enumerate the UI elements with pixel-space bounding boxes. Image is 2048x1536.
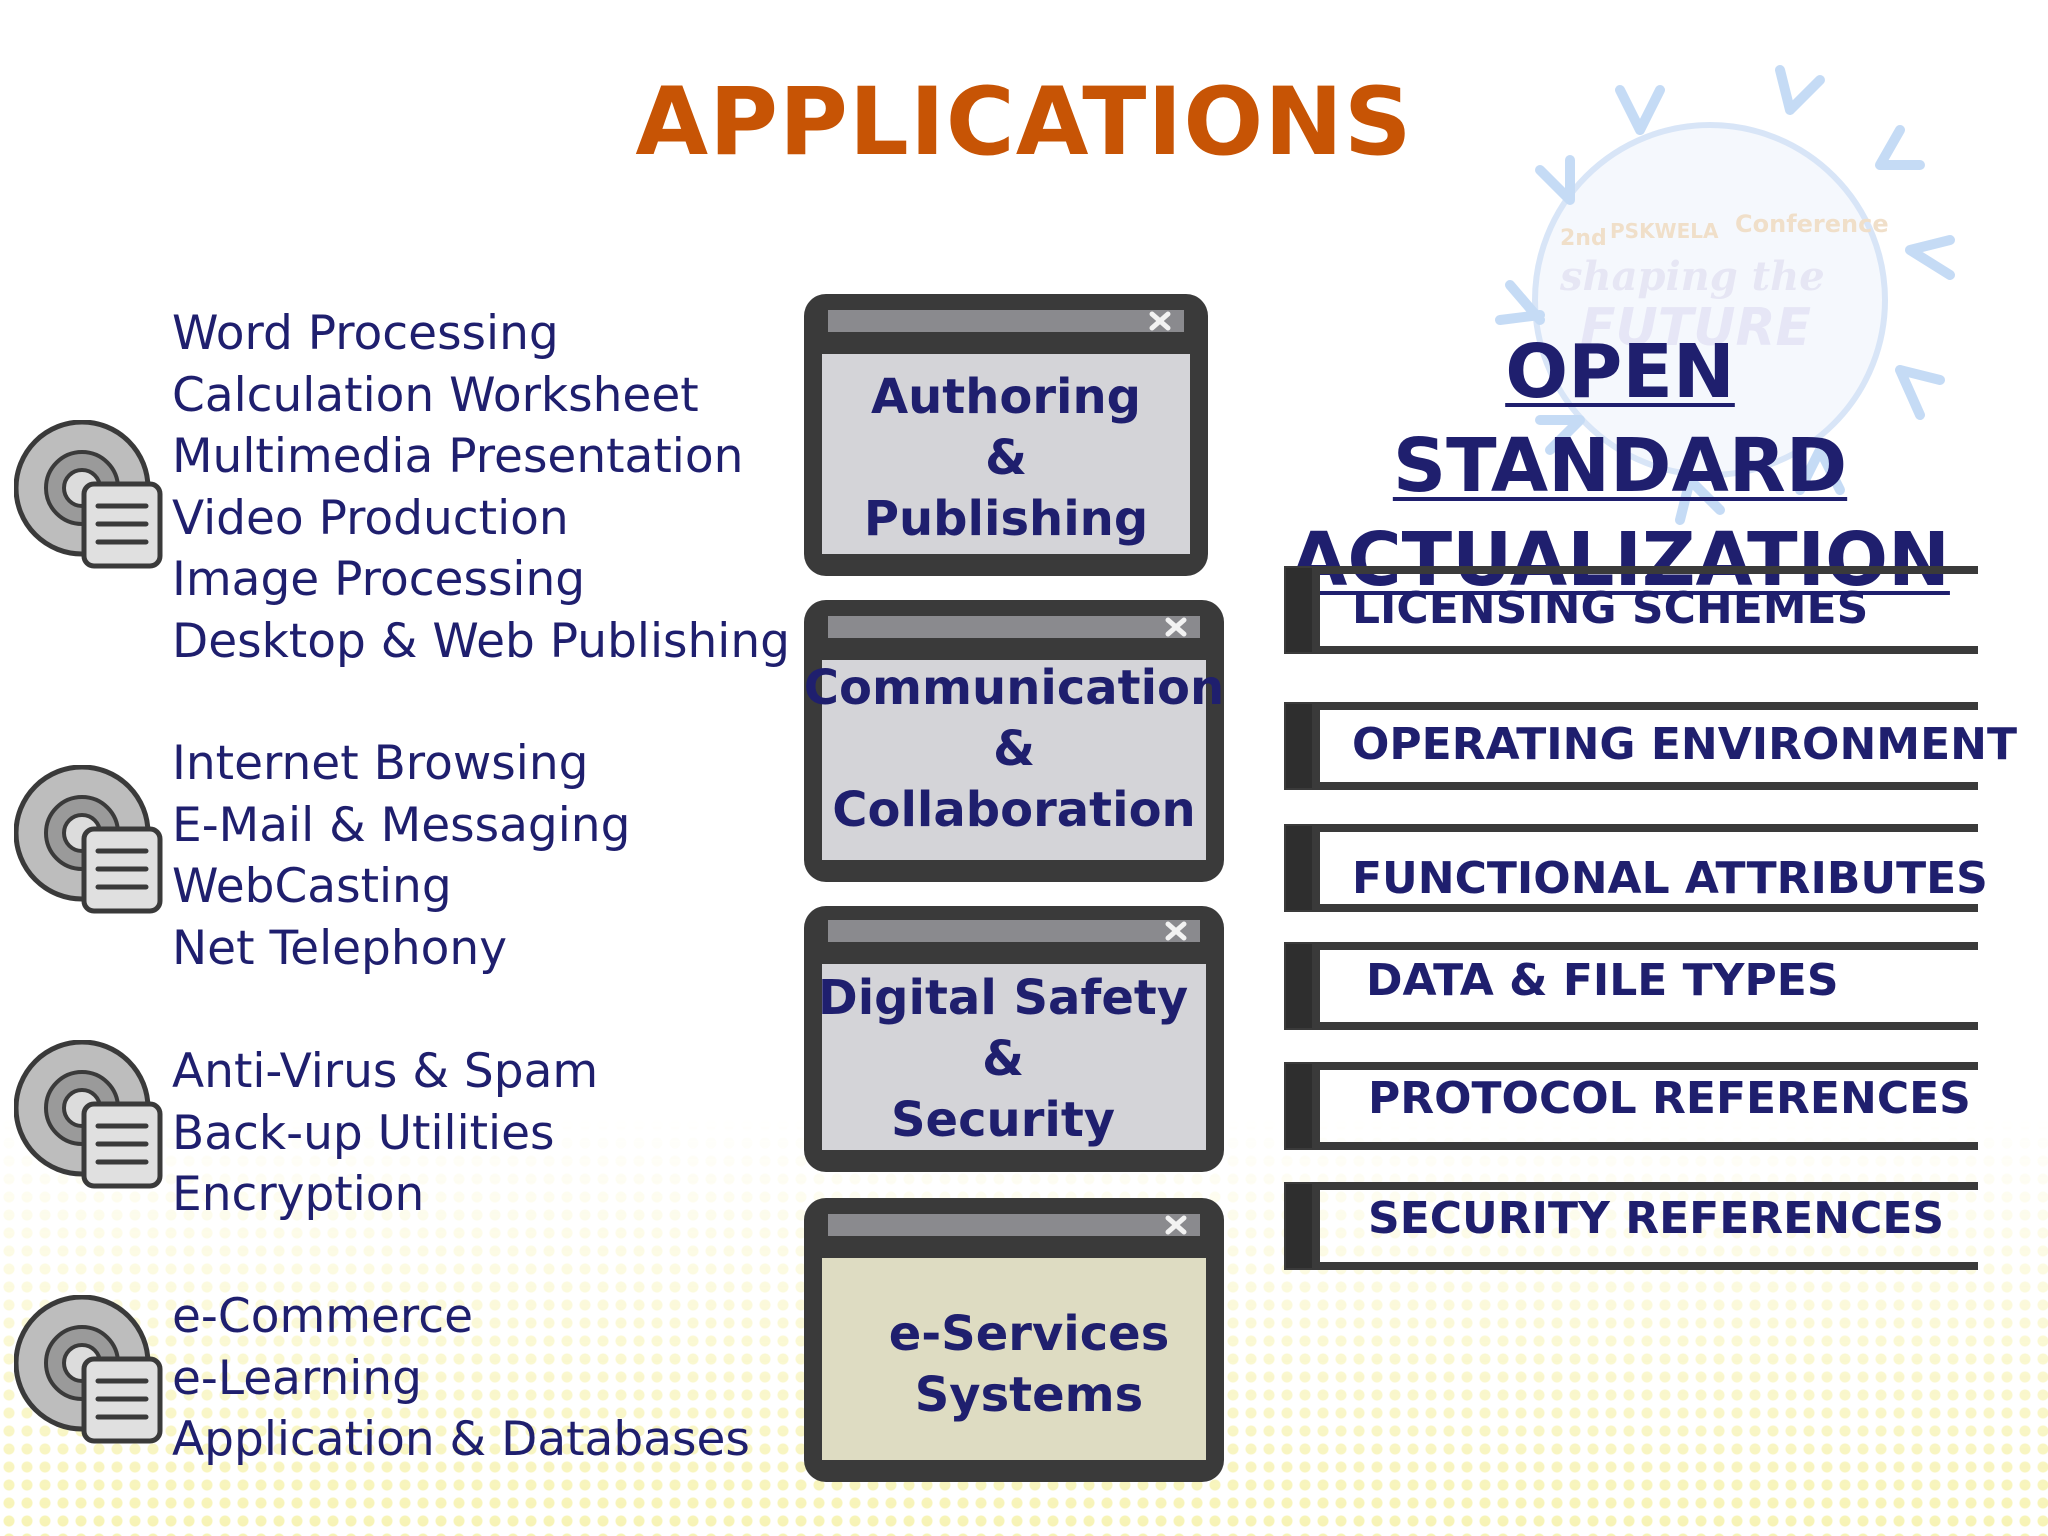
cd-document-icon (14, 420, 163, 569)
cd-document-icon (14, 1295, 163, 1444)
list-item: e-Learning (172, 1350, 422, 1406)
category-window-authoring: Authoring&Publishing (800, 290, 1212, 580)
standard-item-label: FUNCTIONAL ATTRIBUTES (1352, 853, 1988, 904)
open-standard-heading: OPEN STANDARD ACTUALIZATION (1290, 329, 1950, 603)
list-item: Encryption (172, 1167, 425, 1222)
standard-item-label: DATA & FILE TYPES (1366, 955, 1839, 1006)
standard-item-label: LICENSING SCHEMES (1352, 583, 1869, 634)
app-group-communication: Internet Browsing E-Mail & Messaging Web… (172, 733, 630, 979)
svg-text:shaping the: shaping the (1559, 253, 1825, 300)
category-window-communication: Communication&Collaboration (800, 596, 1228, 886)
app-group-security: Anti-Virus & Spam Back-up Utilities Encr… (172, 1041, 598, 1226)
category-label: Digital Safety&Security (817, 970, 1189, 1148)
list-item: Image Processing (172, 552, 586, 607)
category-window-security: Digital Safety&Security (800, 902, 1228, 1176)
svg-text:PSKWELA: PSKWELA (1610, 219, 1719, 243)
list-item: Application & Databases (172, 1412, 750, 1467)
standard-item-data-file: DATA & FILE TYPES (1278, 936, 1982, 1034)
svg-text:2nd: 2nd (1560, 226, 1607, 251)
standard-item-label: SECURITY REFERENCES (1368, 1193, 1945, 1244)
list-item: E-Mail & Messaging (172, 797, 631, 853)
conference-logo: 2nd PSKWELA Conference shaping the FUTUR… (1495, 65, 1955, 525)
standard-item-licensing: LICENSING SCHEMES (1278, 560, 1982, 658)
list-item: WebCasting (172, 859, 452, 914)
list-item: Calculation Worksheet (172, 367, 699, 423)
list-item: Desktop & Web Publishing (172, 613, 790, 669)
standard-item-security: SECURITY REFERENCES (1278, 1176, 1982, 1274)
svg-text:FUTURE: FUTURE (1580, 298, 1811, 358)
list-item: Internet Browsing (172, 736, 589, 791)
app-group-authoring: Word Processing Calculation Worksheet Mu… (172, 303, 790, 672)
standard-item-label: OPERATING ENVIRONMENT (1352, 719, 2017, 770)
standard-item-functional: FUNCTIONAL ATTRIBUTES (1278, 818, 1988, 916)
svg-text:Conference: Conference (1735, 210, 1889, 238)
cd-document-icon (14, 1040, 163, 1189)
page-title: APPLICATIONS (635, 68, 1413, 177)
list-item: Net Telephony (172, 920, 508, 976)
list-item: Back-up Utilities (172, 1105, 555, 1161)
standard-item-label: PROTOCOL REFERENCES (1368, 1073, 1971, 1124)
list-item: Multimedia Presentation (172, 429, 744, 484)
category-label: Authoring&Publishing (863, 369, 1149, 547)
list-item: Word Processing (172, 306, 559, 361)
list-item: Video Production (172, 490, 569, 546)
list-item: Anti-Virus & Spam (172, 1044, 599, 1099)
standard-item-operating: OPERATING ENVIRONMENT (1278, 696, 2017, 794)
cd-document-icon (14, 765, 163, 914)
list-item: e-Commerce (172, 1289, 473, 1344)
category-label: Communication&Collaboration (803, 660, 1225, 838)
standard-item-protocol: PROTOCOL REFERENCES (1278, 1056, 1982, 1154)
app-group-eservices: e-Commerce e-Learning Application & Data… (172, 1286, 750, 1471)
